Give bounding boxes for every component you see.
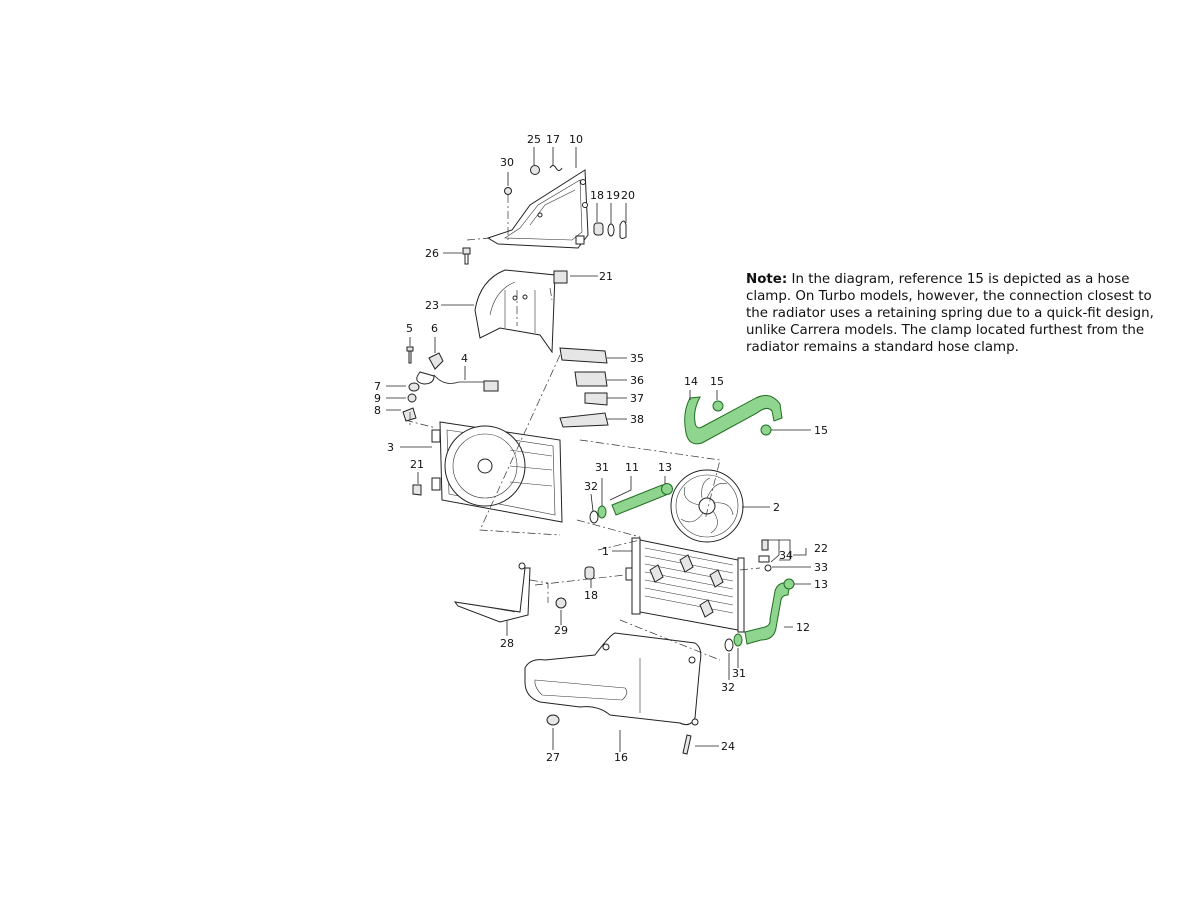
callout-25: 25 [527, 133, 541, 146]
ring-31-upper [597, 505, 607, 519]
callout-24: 24 [721, 740, 735, 753]
hose-11 [611, 484, 667, 516]
callout-16: 16 [614, 751, 628, 764]
callout-27: 27 [546, 751, 560, 764]
hose-12 [744, 582, 791, 645]
callout-1: 1 [602, 545, 609, 558]
bracket-28 [453, 562, 531, 623]
callout-11: 11 [625, 461, 639, 474]
callout-9: 9 [374, 392, 381, 405]
bolt-26 [462, 247, 471, 265]
grommet-27 [546, 714, 560, 726]
callout-15-upper: 15 [710, 375, 724, 388]
pad-35 [559, 347, 608, 364]
clip-21-lower [412, 484, 422, 496]
callout-21-lower: 21 [410, 458, 424, 471]
callout-18-lower: 18 [584, 589, 598, 602]
grommet-18 [593, 222, 604, 236]
drain-34 [758, 539, 770, 563]
ring-31-lower [733, 633, 743, 647]
callout-15-right: 15 [814, 424, 828, 437]
plug-33 [764, 564, 772, 572]
callout-28: 28 [500, 637, 514, 650]
callout-23: 23 [425, 299, 439, 312]
bushing-9 [407, 393, 417, 403]
callout-35: 35 [630, 352, 644, 365]
callout-14: 14 [684, 375, 698, 388]
clamp-15-upper [712, 400, 724, 412]
clamp-13-upper [661, 483, 673, 495]
bracket-10 [486, 169, 589, 249]
callout-13-upper: 13 [658, 461, 672, 474]
screw-24 [682, 734, 692, 755]
mount-8 [402, 407, 417, 422]
note-body: In the diagram, reference 15 is depicted… [746, 272, 1154, 355]
nut-30 [504, 187, 512, 195]
radiator-1 [625, 537, 745, 633]
seal-32-lower [724, 638, 734, 652]
callout-labels: 25 17 10 30 18 19 20 26 21 23 5 6 4 35 3… [374, 133, 828, 764]
hose-14 [684, 394, 783, 445]
fastener-25 [530, 165, 540, 175]
clip-17 [549, 165, 563, 171]
callout-31-upper: 31 [595, 461, 609, 474]
pad-37 [584, 392, 608, 406]
callout-29: 29 [554, 624, 568, 637]
callout-2: 2 [773, 501, 780, 514]
callout-32-lower: 32 [721, 681, 735, 694]
pad-38 [559, 412, 609, 428]
callout-4: 4 [461, 352, 468, 365]
cover-23 [474, 269, 556, 354]
callout-17: 17 [546, 133, 560, 146]
callout-38: 38 [630, 413, 644, 426]
clip-6 [428, 352, 444, 370]
fan-shroud-3 [431, 421, 563, 523]
callout-5: 5 [406, 322, 413, 335]
callout-19: 19 [606, 189, 620, 202]
note-text: Note: In the diagram, reference 15 is de… [746, 271, 1166, 356]
callout-13-lower: 13 [814, 578, 828, 591]
callout-31-lower: 31 [732, 667, 746, 680]
callout-34: 34 [779, 549, 793, 562]
reference-lines [404, 195, 761, 661]
callout-36: 36 [630, 374, 644, 387]
bolt-5 [406, 346, 414, 364]
callout-26: 26 [425, 247, 439, 260]
air-duct-16 [524, 632, 702, 726]
callout-6: 6 [431, 322, 438, 335]
bushing-7 [408, 382, 420, 392]
fan-2 [670, 469, 744, 543]
callout-10: 10 [569, 133, 583, 146]
callout-21-top: 21 [599, 270, 613, 283]
callout-33: 33 [814, 561, 828, 574]
harness-4 [416, 371, 499, 392]
callout-12: 12 [796, 621, 810, 634]
callout-30: 30 [500, 156, 514, 169]
pad-36 [574, 371, 608, 387]
clip-21-top [553, 270, 568, 284]
callout-3: 3 [387, 441, 394, 454]
clamp-13-lower [783, 578, 795, 590]
note-label: Note: [746, 272, 788, 287]
seal-32-upper [589, 510, 599, 524]
callout-8: 8 [374, 404, 381, 417]
callout-22: 22 [814, 542, 828, 555]
washer-19 [607, 223, 615, 237]
ring-20 [619, 220, 627, 239]
callout-18: 18 [590, 189, 604, 202]
callout-37: 37 [630, 392, 644, 405]
leader-lines [386, 147, 811, 752]
callout-7: 7 [374, 380, 381, 393]
clamp-15-right [760, 424, 772, 436]
callout-32-upper: 32 [584, 480, 598, 493]
grommet-18-lower [584, 566, 595, 580]
nut-29 [555, 597, 567, 609]
callout-20: 20 [621, 189, 635, 202]
